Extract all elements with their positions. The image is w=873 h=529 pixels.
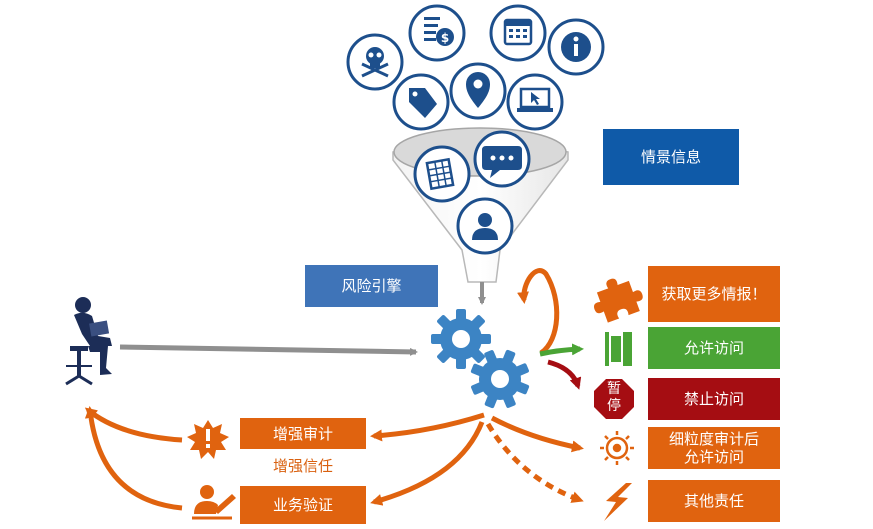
door-icon [605,332,632,366]
laptop-cursor-icon [506,73,564,131]
more-info-label: 获取更多情报！ [661,285,767,303]
audit-to-user-arrow [84,407,183,443]
deny-access-label: 禁止访问 [683,390,744,408]
stop-sign-line2: 停 [607,398,621,414]
verify-to-user-arrow [84,406,183,511]
user-profile-icon [456,197,514,255]
enhanced-trust-text: 增强信任 [272,457,333,475]
deny-arrow [547,359,582,390]
puzzle-icon [593,278,643,323]
alert-burst-icon [187,420,229,459]
user-to-engine-arrow [119,344,418,356]
audit-eye-icon [600,431,634,465]
risk-engine-box: 风险引擎 [305,265,438,307]
deny-access-box: 禁止访问 [648,378,780,420]
more-info-box: 获取更多情报！ [648,266,780,322]
lightning-icon [604,483,632,521]
dollar-document-icon: $ [408,4,466,62]
user-figure [65,297,112,386]
stop-sign-line1: 暂 [607,381,621,397]
allow-access-label: 允许访问 [683,339,744,357]
context-info-box: 情景信息 [603,129,739,185]
fine-audit-box: 细粒度审计后 允许访问 [648,427,780,469]
calendar-icon [489,4,547,62]
other-duty-arrow [485,422,584,503]
gear-icon [431,309,530,409]
svg-text:$: $ [441,31,449,45]
chat-bubble-icon [473,130,531,188]
enhanced-audit-label: 增强审计 [272,424,333,443]
fine-audit-label: 细粒度审计后 允许访问 [668,430,759,466]
info-icon [547,18,605,76]
enhanced-audit-box: 增强审计 [240,418,366,449]
skull-crossbones-icon [346,33,404,91]
user-sign-icon [192,485,236,520]
allow-arrow [539,343,584,357]
stop-sign-icon [594,379,634,419]
business-verify-box: 业务验证 [240,486,366,524]
other-duty-label: 其他责任 [683,492,744,510]
context-info-label: 情景信息 [640,148,701,166]
fine-audit-arrow [490,415,584,453]
other-duty-box: 其他责任 [648,480,780,522]
business-verify-arrow [370,421,485,506]
spreadsheet-icon [413,145,471,203]
business-verify-label: 业务验证 [272,496,333,514]
stop-sign-text: 暂 停 [594,381,634,415]
more-info-loop-arrow [517,268,560,356]
enhanced-audit-arrow [370,412,485,442]
allow-access-box: 允许访问 [648,327,780,369]
price-tag-icon [392,73,450,131]
risk-engine-label: 风险引擎 [341,277,402,295]
location-pin-icon [449,62,507,120]
